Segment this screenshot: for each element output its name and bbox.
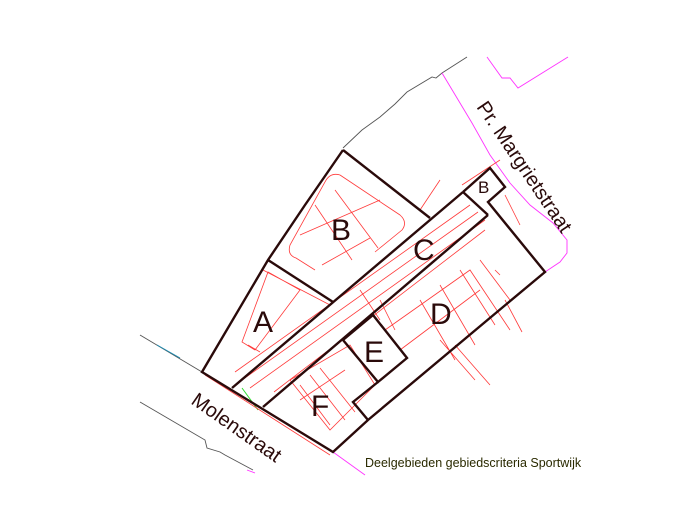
road-edge-molenstraat-south: [139, 401, 254, 471]
map-title: Deelgebieden gebiedscriteria Sportwijk: [365, 456, 582, 470]
zone-label-b-small: B: [478, 178, 489, 197]
zone-label-d: D: [430, 298, 452, 331]
zone-label-b: B: [331, 214, 351, 247]
parcel-line-east: [441, 72, 568, 273]
green-mark: [241, 387, 259, 411]
road-edge-molenstraat-north: [139, 334, 203, 373]
parcel-line-south: [332, 451, 366, 476]
parcel-line-sw: [246, 469, 256, 474]
road-accent: [156, 344, 181, 359]
zone-label-c: C: [413, 234, 435, 267]
road-edge-north: [342, 56, 468, 149]
zone-label-e: E: [364, 336, 384, 369]
zone-label-a: A: [253, 306, 273, 339]
zone-label-f: F: [311, 390, 329, 423]
zone-boundaries: [200, 149, 547, 454]
parcel-line-northeast: [486, 56, 569, 89]
building-details: [204, 159, 523, 456]
